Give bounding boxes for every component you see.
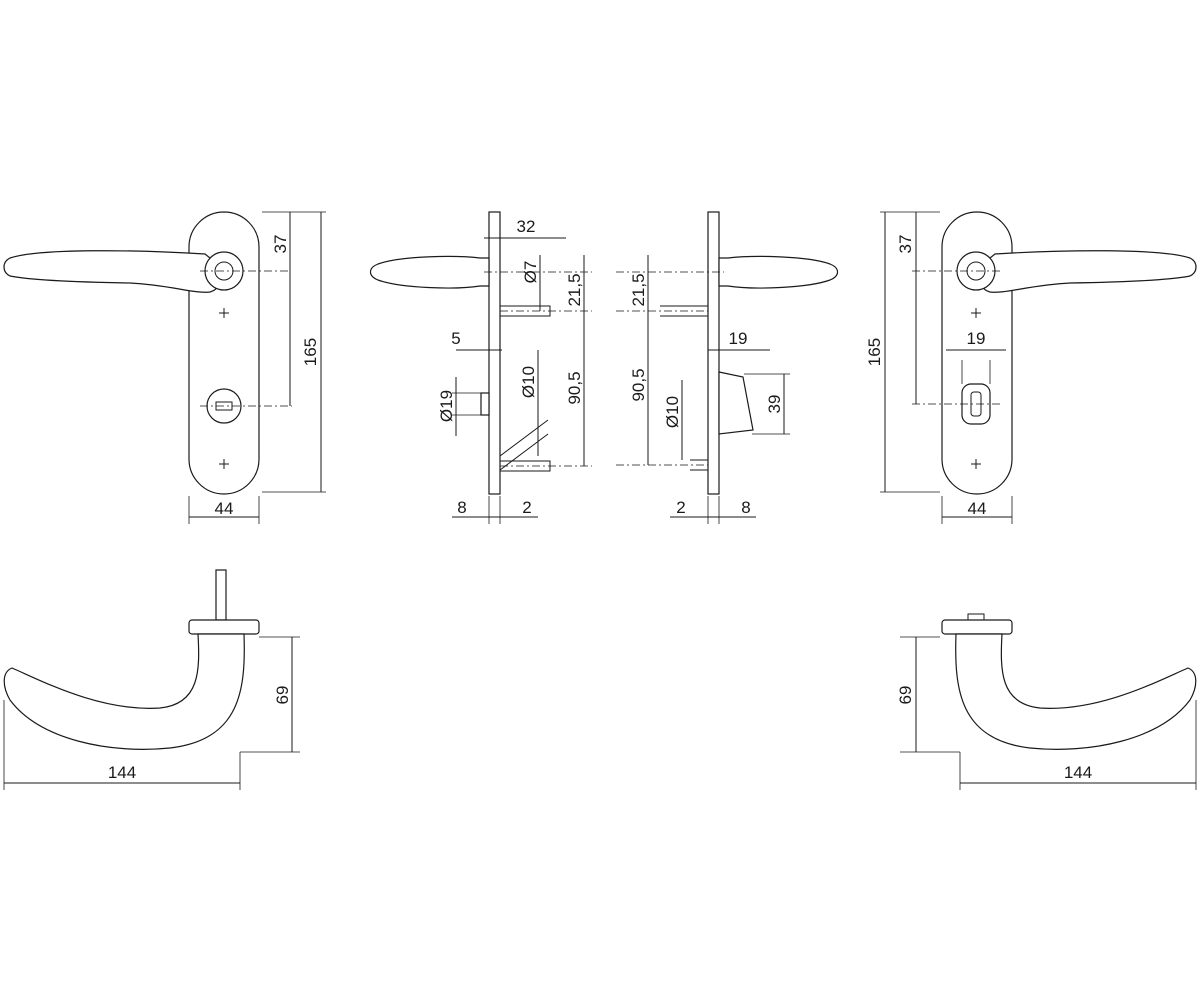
side-view-left: 32 Ø7 21,5 5 Ø19 Ø10 90,5 8 2 bbox=[369, 211, 592, 524]
curved-lever bbox=[955, 633, 1197, 750]
side-view-right: 21,5 90,5 Ø10 19 39 2 8 bbox=[616, 211, 839, 524]
dim-165: 165 bbox=[865, 338, 884, 366]
dim-diam10: Ø10 bbox=[663, 396, 682, 428]
dim-width: 44 bbox=[968, 499, 987, 518]
screw-mark bbox=[219, 308, 229, 318]
dim-165: 165 bbox=[301, 338, 320, 366]
dim-39: 39 bbox=[765, 395, 784, 414]
dim-8: 8 bbox=[457, 498, 466, 517]
dim-37: 37 bbox=[896, 235, 915, 254]
dim-69: 69 bbox=[273, 686, 292, 705]
lever-handle bbox=[3, 250, 223, 293]
screw-mark bbox=[971, 308, 981, 318]
dim-144: 144 bbox=[1064, 763, 1092, 782]
dim-21-5: 21,5 bbox=[565, 273, 584, 306]
turn-knob bbox=[718, 371, 754, 435]
dim-19: 19 bbox=[967, 329, 986, 348]
lever-profile bbox=[718, 255, 839, 289]
plate-profile bbox=[707, 211, 720, 495]
spindle bbox=[660, 305, 708, 317]
dim-2: 2 bbox=[522, 498, 531, 517]
lock-pin bbox=[690, 459, 708, 471]
spindle-stub bbox=[967, 613, 985, 620]
lock-pin bbox=[499, 419, 551, 472]
spindle-stub bbox=[215, 569, 227, 621]
dim-90-5: 90,5 bbox=[565, 371, 584, 404]
curved-lever bbox=[3, 633, 245, 750]
dim-19: 19 bbox=[729, 329, 748, 348]
dim-90-5: 90,5 bbox=[629, 368, 648, 401]
dim-5: 5 bbox=[451, 329, 460, 348]
front-view-right: 19 44 37 165 bbox=[865, 211, 1197, 524]
front-view-left: 44 37 165 bbox=[3, 211, 326, 524]
dim-diam7: Ø7 bbox=[521, 261, 540, 284]
dim-8: 8 bbox=[741, 498, 750, 517]
key-rose bbox=[480, 392, 490, 416]
rose-base bbox=[188, 619, 260, 635]
rose-base bbox=[941, 619, 1013, 635]
dim-diam10: Ø10 bbox=[519, 366, 538, 398]
dim-diam19: Ø19 bbox=[437, 390, 456, 422]
top-view-left: 69 144 bbox=[3, 569, 300, 790]
dim-2: 2 bbox=[676, 498, 685, 517]
screw-mark bbox=[971, 459, 981, 469]
dim-21-5: 21,5 bbox=[629, 273, 648, 306]
lever-handle bbox=[977, 250, 1197, 293]
dim-32: 32 bbox=[517, 217, 536, 236]
dim-37: 37 bbox=[271, 235, 290, 254]
plate-profile bbox=[488, 211, 501, 495]
top-view-right: 69 144 bbox=[896, 613, 1197, 790]
dim-144: 144 bbox=[108, 763, 136, 782]
dim-width: 44 bbox=[215, 499, 234, 518]
dim-69: 69 bbox=[896, 686, 915, 705]
screw-mark bbox=[219, 459, 229, 469]
lever-profile bbox=[369, 255, 490, 289]
